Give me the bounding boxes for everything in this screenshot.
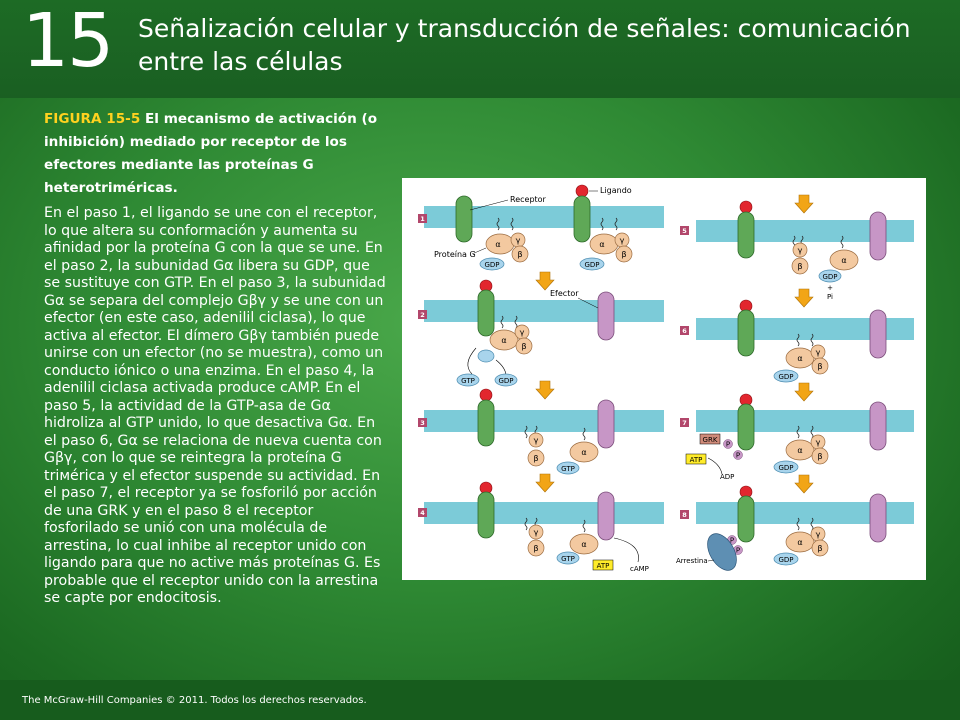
step-6: α γ β GDP [737, 299, 887, 383]
step-8: P P Arrestina α γ β GDP [676, 485, 887, 571]
svg-text:γ: γ [816, 438, 821, 447]
gprotein-diagram: 1 2 3 4 5 6 7 8 GDP α γ β Proteína G Rec… [418, 184, 914, 573]
svg-text:4: 4 [420, 509, 425, 517]
svg-text:β: β [817, 452, 822, 461]
svg-text:γ: γ [798, 246, 803, 255]
svg-text:γ: γ [816, 348, 821, 357]
svg-text:β: β [817, 544, 822, 553]
gprotein-label: Proteína G [434, 250, 476, 259]
svg-text:α: α [599, 240, 604, 249]
step-badge-2: 2 [418, 310, 427, 319]
svg-text:α: α [797, 538, 802, 547]
svg-text:γ: γ [620, 236, 625, 245]
svg-text:β: β [533, 454, 538, 463]
svg-text:P: P [736, 547, 740, 555]
chapter-number: 15 [22, 0, 114, 84]
figure-caption: En el paso 1, el ligando se une con el r… [44, 205, 386, 606]
svg-text:2: 2 [420, 311, 425, 319]
arrestin-shape [707, 533, 737, 571]
svg-text:cAMP: cAMP [630, 565, 649, 573]
svg-text:8: 8 [682, 511, 687, 519]
grk-label: GRK [703, 436, 718, 444]
step-2: Efector α γ β GTP GDP [456, 279, 615, 387]
svg-text:α: α [581, 540, 586, 549]
svg-text:P: P [736, 452, 740, 460]
step-4: γ β α GTP ATP cAMP [477, 481, 649, 573]
svg-text:α: α [581, 448, 586, 457]
svg-text:P: P [730, 537, 734, 545]
effector-label: Efector [550, 289, 579, 298]
svg-text:α: α [495, 240, 500, 249]
step-5: γ β α GDP + Pi [737, 200, 887, 301]
receptor-label: Receptor [510, 195, 547, 204]
svg-text:β: β [521, 342, 526, 351]
svg-text:GTP: GTP [561, 465, 575, 473]
chapter-title: Señalización celular y transducción de s… [138, 14, 911, 76]
svg-text:γ: γ [516, 236, 521, 245]
step-badge-1: 1 [418, 214, 427, 223]
header-bar [0, 0, 960, 98]
svg-text:γ: γ [816, 530, 821, 539]
svg-text:GDP: GDP [822, 273, 837, 281]
svg-text:β: β [621, 250, 626, 259]
svg-text:GDP: GDP [584, 261, 599, 269]
svg-text:1: 1 [420, 215, 425, 223]
ligand-label: Ligando [600, 186, 632, 195]
step-1: GDP α γ β Proteína G Receptor Ligando GD… [434, 184, 633, 271]
svg-text:+: + [827, 284, 833, 292]
svg-text:7: 7 [682, 419, 687, 427]
svg-text:GDP: GDP [778, 556, 793, 564]
svg-text:Pi: Pi [827, 293, 833, 301]
figure-title-text: El mecanismo de activación (o inhibición… [44, 111, 378, 196]
svg-text:GDP: GDP [498, 377, 513, 385]
svg-text:α: α [797, 446, 802, 455]
svg-text:ATP: ATP [690, 456, 703, 464]
step-badge-4: 4 [418, 508, 427, 517]
step-badge-3: 3 [418, 418, 427, 427]
svg-text:P: P [726, 441, 730, 449]
footer-bar [0, 680, 960, 720]
svg-text:GDP: GDP [778, 373, 793, 381]
step-badge-5: 5 [680, 226, 689, 235]
ligand-shape [575, 184, 589, 198]
copyright: The McGraw-Hill Companies © 2011. Todos … [22, 695, 367, 706]
svg-text:5: 5 [682, 227, 687, 235]
effector-shape [597, 291, 615, 341]
step-badges: 1 2 3 4 5 6 7 8 [418, 214, 689, 519]
svg-text:α: α [501, 336, 506, 345]
svg-text:β: β [533, 544, 538, 553]
step-3: γ β α GTP [477, 388, 615, 475]
svg-text:GTP: GTP [461, 377, 475, 385]
svg-text:α: α [797, 354, 802, 363]
svg-text:γ: γ [534, 528, 539, 537]
figure-label: FIGURA 15-5 [44, 111, 141, 127]
svg-text:ADP: ADP [720, 473, 734, 481]
figure-title: FIGURA 15-5 El mecanismo de activación (… [44, 108, 384, 200]
diagram-panel: 1 2 3 4 5 6 7 8 GDP α γ β Proteína G Rec… [402, 178, 926, 580]
svg-text:GTP: GTP [561, 555, 575, 563]
svg-text:ATP: ATP [597, 562, 610, 570]
svg-text:GDP: GDP [778, 464, 793, 472]
step-badge-6: 6 [680, 326, 689, 335]
receptor-shape [455, 195, 473, 243]
step-7: GRK P P ATP ADP α γ β GDP [685, 393, 887, 481]
svg-text:β: β [517, 250, 522, 259]
svg-text:γ: γ [520, 328, 525, 337]
svg-text:γ: γ [534, 436, 539, 445]
step-badge-7: 7 [680, 418, 689, 427]
arrestin-label: Arrestina [676, 557, 708, 565]
svg-text:3: 3 [420, 419, 425, 427]
svg-text:α: α [841, 256, 846, 265]
svg-text:β: β [817, 362, 822, 371]
svg-text:6: 6 [682, 327, 687, 335]
svg-text:β: β [797, 262, 802, 271]
gdp-label: GDP [484, 261, 499, 269]
step-badge-8: 8 [680, 510, 689, 519]
